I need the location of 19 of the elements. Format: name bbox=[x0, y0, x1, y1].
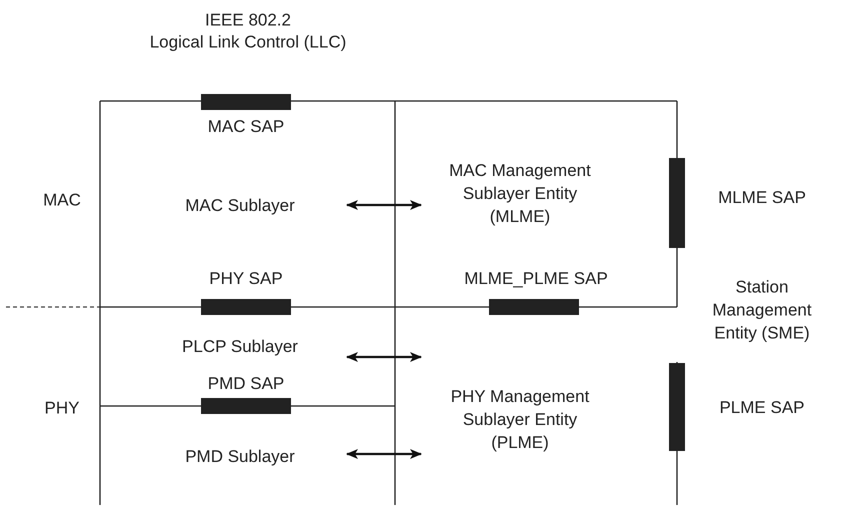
double-arrow bbox=[346, 449, 422, 459]
heading-label: IEEE 802.2 bbox=[204, 10, 292, 32]
double-arrow bbox=[346, 352, 422, 362]
layer-name: PLCP Sublayer bbox=[181, 336, 299, 358]
sap-label: MLME_PLME SAP bbox=[463, 268, 609, 290]
sap-label: PMD SAP bbox=[206, 373, 286, 395]
sap-label: PLME SAP bbox=[718, 397, 806, 419]
sap-label: MAC SAP bbox=[206, 116, 286, 138]
layer-name: MAC Management Sublayer Entity (MLME) bbox=[448, 160, 592, 228]
heading-label: Logical Link Control (LLC) bbox=[148, 32, 348, 54]
double-arrow bbox=[346, 200, 422, 210]
layer-name: MAC Sublayer bbox=[184, 194, 296, 216]
layer-label: MAC bbox=[42, 190, 82, 212]
layer-label: PHY bbox=[44, 398, 80, 420]
sap-label: PHY SAP bbox=[208, 268, 284, 290]
sap-label: MLME SAP bbox=[717, 187, 807, 209]
entity-label: Station Management Entity (SME) bbox=[711, 276, 813, 344]
layer-name: PMD Sublayer bbox=[184, 446, 296, 468]
layer-name: PHY Management Sublayer Entity (PLME) bbox=[450, 386, 590, 454]
